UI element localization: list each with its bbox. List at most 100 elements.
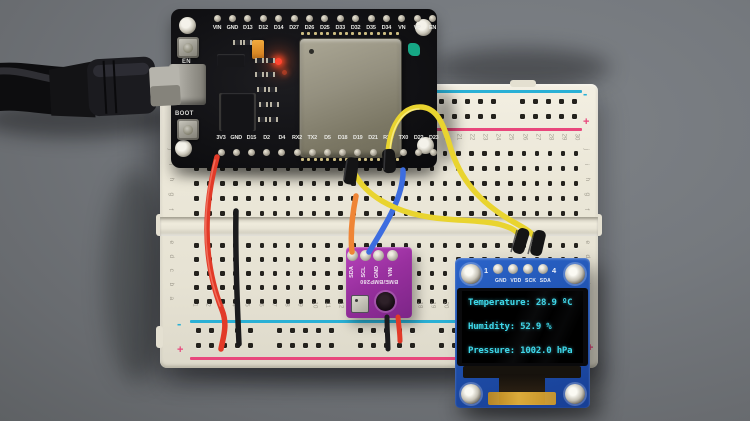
breadboard-hole — [534, 243, 540, 248]
breadboard-hole — [482, 243, 487, 248]
breadboard-hole — [547, 243, 553, 248]
breadboard-hole — [220, 243, 225, 248]
esp32-pin-label: D32 — [350, 25, 361, 31]
breadboard-hole — [338, 243, 343, 248]
power-rail-hole — [491, 99, 496, 104]
esp32-pin-label: VP — [413, 25, 421, 31]
breadboard-hole — [469, 166, 474, 171]
shield-solder-pad — [364, 32, 367, 35]
shield-solder-pad — [376, 158, 380, 161]
breadboard-hole — [351, 211, 356, 216]
esp32-pin — [290, 15, 298, 22]
breadboard-hole — [390, 211, 395, 216]
breadboard-hole — [482, 181, 487, 186]
esp32-pin — [352, 15, 360, 22]
breadboard-hole — [521, 166, 526, 171]
breadboard-hole — [495, 243, 500, 248]
mounting-hole — [179, 17, 196, 34]
breadboard-hole — [560, 196, 566, 201]
breadboard-hole — [573, 166, 579, 171]
power-rail-hole — [491, 114, 496, 119]
power-rail-hole — [196, 343, 201, 348]
breadboard-hole — [429, 181, 435, 186]
rail-symbol-minus: - — [583, 86, 588, 101]
column-number: 19 — [429, 301, 436, 309]
power-rail-hole — [520, 114, 525, 119]
breadboard-hole — [442, 285, 448, 290]
rail-symbol-plus: + — [587, 342, 594, 354]
regulator-ic — [217, 54, 245, 67]
column-number: 18 — [416, 301, 423, 309]
smd-resistor — [258, 117, 267, 122]
shield-solder-pad — [351, 32, 355, 35]
smd-resistor — [243, 40, 252, 45]
bme280-pin-pad — [387, 250, 398, 261]
breadboard-hole — [456, 151, 461, 156]
desk-shadow — [104, 170, 166, 382]
column-number: 28 — [547, 133, 554, 141]
power-rail-hole — [358, 328, 363, 333]
oled-screen: Temperature: 28.9 ºC Humidity: 52.9 % Pr… — [462, 291, 583, 363]
oled-pin-pad — [508, 264, 518, 274]
esp32-pin — [336, 15, 344, 22]
breadboard-hole — [259, 271, 264, 276]
esp32-pin — [308, 149, 316, 156]
breadboard-hole — [207, 196, 212, 201]
breadboard-hole — [325, 299, 330, 304]
power-rail-hole — [290, 328, 295, 333]
breadboard-hole — [560, 151, 566, 156]
esp32-pin — [413, 15, 421, 22]
antenna-logo-icon — [408, 43, 420, 56]
breadboard-hole — [246, 257, 251, 262]
oled-display-module: 1 4 GND VDD SCK SDA Temperature: 28.9 ºC… — [455, 258, 590, 408]
breadboard-hole — [442, 257, 448, 262]
breadboard-hole — [508, 181, 513, 186]
power-rail-hole — [248, 328, 253, 333]
breadboard-hole — [272, 243, 278, 248]
rail-symbol-minus: - — [177, 316, 182, 331]
breadboard-hole — [233, 257, 238, 262]
mounting-hole — [175, 140, 192, 157]
breadboard-hole — [285, 243, 291, 248]
breadboard-hole — [416, 285, 422, 290]
breadboard-hole — [259, 243, 264, 248]
power-rail-hole — [384, 343, 389, 348]
breadboard-hole — [194, 243, 199, 248]
esp32-pin-label: GND — [230, 135, 242, 141]
esp32-pin — [398, 15, 406, 22]
usb-cable-highlight — [0, 67, 62, 84]
breadboard-hole — [560, 243, 566, 248]
power-rail-hole — [520, 99, 525, 104]
breadboard-hole — [298, 181, 304, 186]
breadboard-hole — [259, 257, 264, 262]
breadboard-hole — [429, 271, 435, 276]
shield-solder-pad — [332, 32, 336, 35]
power-rail-hole — [439, 328, 444, 333]
breadboard-hole — [233, 196, 238, 201]
breadboard-hole — [272, 285, 278, 290]
row-letter: h — [584, 177, 592, 182]
esp32-pin-label: GND — [226, 25, 239, 31]
breadboard-hole — [233, 211, 238, 216]
breadboard-hole — [469, 181, 474, 186]
breadboard-hole — [442, 271, 448, 276]
breadboard-hole — [325, 271, 330, 276]
micro-usb-port — [169, 64, 206, 105]
breadboard-hole — [285, 271, 291, 276]
breadboard-hole — [521, 211, 526, 216]
breadboard-hole — [429, 285, 435, 290]
shield-solder-pad — [357, 158, 361, 161]
breadboard-hole — [207, 181, 212, 186]
esp32-pin — [275, 15, 283, 22]
breadboard-hole — [482, 211, 487, 216]
power-rail-hole — [316, 328, 321, 333]
breadboard-hole — [521, 181, 526, 186]
mounting-hole — [415, 19, 432, 36]
smd-resistor — [259, 102, 268, 107]
rail-symbol-plus: + — [583, 116, 590, 128]
breadboard-hole — [298, 211, 304, 216]
breadboard-hole — [456, 196, 461, 201]
breadboard-hole — [338, 211, 343, 216]
oled-bezel: Temperature: 28.9 ºC Humidity: 52.9 % Pr… — [457, 288, 588, 366]
breadboard-hole — [364, 181, 369, 186]
